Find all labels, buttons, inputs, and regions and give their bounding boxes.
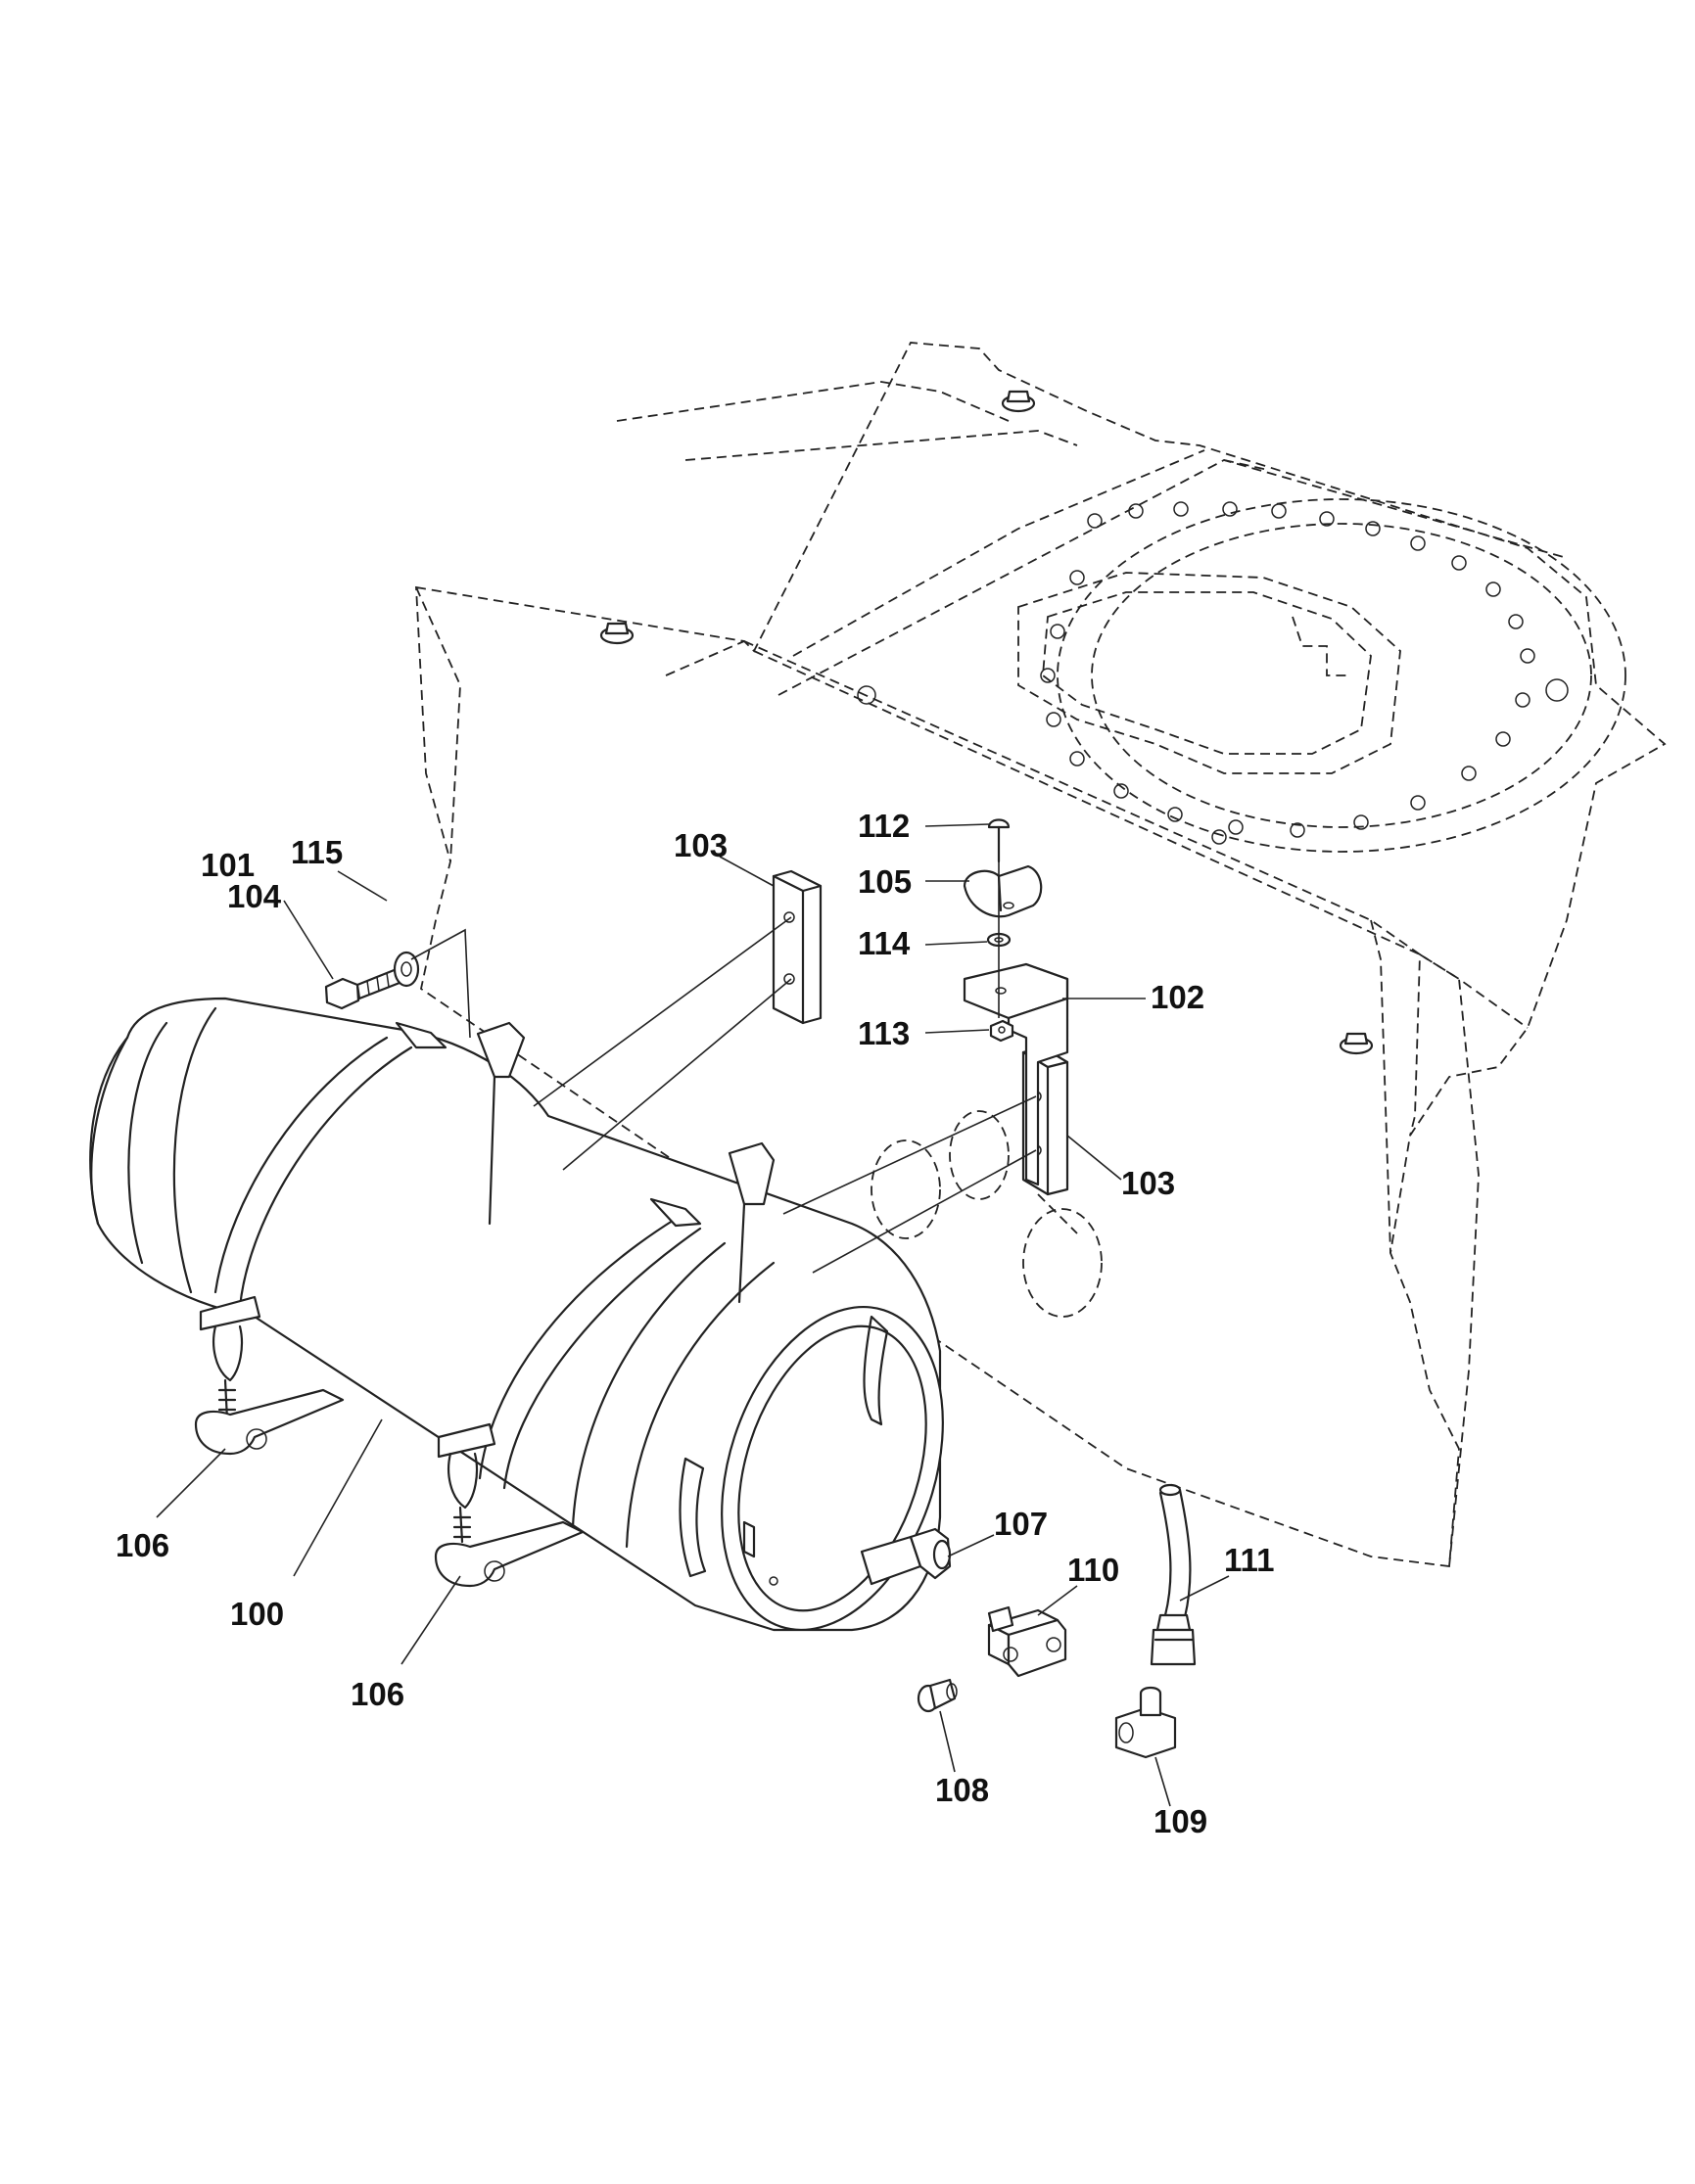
callout-111: 111 <box>1224 1542 1274 1578</box>
callout-112: 113 <box>858 1015 910 1051</box>
callout-105: 105 <box>858 863 912 900</box>
mounting-bar-left <box>772 869 823 1025</box>
callout-113: 112 <box>858 808 910 844</box>
callout-leaders <box>156 823 1230 1807</box>
hose-assembly <box>1150 1483 1197 1666</box>
elbow-fitting <box>1114 1686 1177 1759</box>
callout-102: 102 <box>1151 979 1204 1015</box>
callout-110: 110 <box>1067 1552 1119 1588</box>
hex-nut <box>989 1019 1014 1043</box>
flange-bolt-holes <box>857 501 1569 845</box>
callout-104: 104 <box>227 878 282 914</box>
callout-114: 114 <box>858 925 911 961</box>
callout-109: 109 <box>1154 1803 1207 1839</box>
callout-107: 107 <box>994 1506 1048 1542</box>
assembly-lines <box>410 837 1037 1274</box>
cushion-clamp <box>963 864 1043 918</box>
callout-108: 108 <box>935 1772 989 1808</box>
callout-106-lower: 106 <box>351 1676 404 1712</box>
callout-106-left: 106 <box>116 1527 169 1563</box>
flat-washer <box>393 951 420 988</box>
frame-bolts <box>599 390 1374 1055</box>
vehicle-frame-phantom <box>415 342 1667 1568</box>
muffler-assembly <box>89 997 952 1632</box>
pipe-plug <box>917 1678 958 1713</box>
hex-bolt <box>324 967 401 1010</box>
callout-101: 101 <box>201 847 255 883</box>
screw <box>987 818 1011 863</box>
callout-100: 100 <box>230 1596 284 1632</box>
callout-labels: 101 115 104 103 112 105 114 102 113 103 … <box>116 808 1274 1839</box>
callout-103-right: 103 <box>1121 1165 1175 1201</box>
tee-fitting <box>987 1605 1067 1678</box>
callout-115: 115 <box>291 834 343 870</box>
callout-103-left: 103 <box>674 827 728 863</box>
